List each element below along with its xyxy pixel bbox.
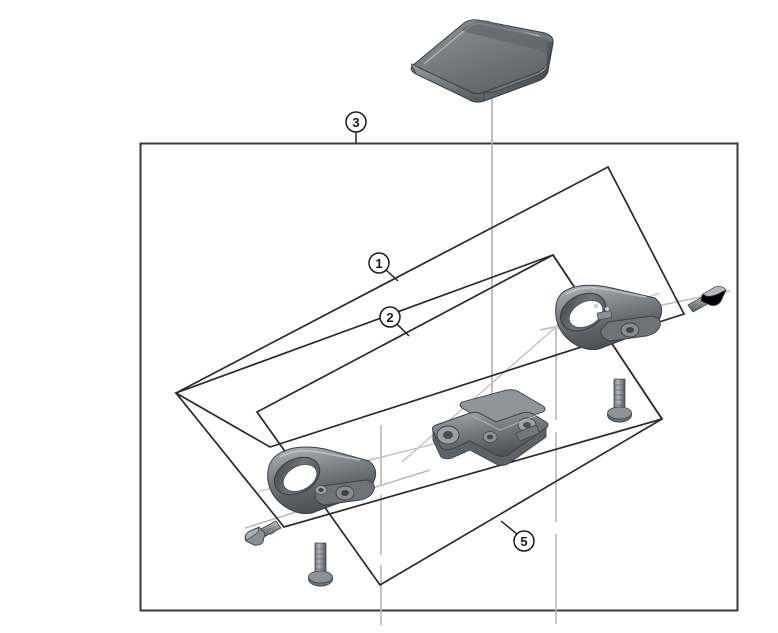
clamp-band-lower-rim-highlight	[279, 450, 361, 461]
callout-2-circle	[379, 306, 401, 328]
callout-1-circle	[368, 252, 390, 274]
mount-bracket-front-face	[432, 427, 547, 466]
hex-bolt-lower-left-thread-b	[269, 531, 276, 536]
callout-3[interactable]: 3	[345, 111, 367, 143]
cover-cap-part	[410, 19, 554, 103]
clamp-band-upper-slot	[596, 310, 613, 321]
clamp-band-lower-bore-inner	[282, 463, 318, 493]
clamp-band-lower-boss-hole	[341, 490, 349, 496]
callout-2[interactable]: 2	[379, 306, 410, 337]
clamp-band-lower-part	[267, 446, 377, 515]
group-outline-2	[255, 253, 664, 587]
callout-5-circle	[513, 530, 535, 552]
callout-2-label: 2	[386, 310, 393, 325]
hex-bolt-upper-right-thread-a	[689, 303, 697, 309]
clamp-band-upper-pin-b	[605, 307, 609, 311]
callout-1-label: 1	[375, 256, 382, 271]
mount-bracket-side-tab	[516, 424, 540, 442]
flange-screw-right-head-top	[607, 406, 632, 420]
cover-cap-right-face	[483, 42, 554, 102]
clamp-band-upper-pin-a	[593, 303, 599, 309]
clamp-band-upper-boss-hole	[626, 327, 634, 333]
callout-3-circle	[345, 111, 367, 133]
clamp-band-lower-screw-hole	[318, 488, 324, 492]
hex-bolt-lower-left-head-face	[245, 527, 260, 541]
mount-bracket-center-hole-bore	[486, 434, 494, 440]
hex-bolt-upper-right-thread-b	[693, 306, 701, 312]
hex-bolt-upper-right-head-face	[702, 286, 727, 297]
flange-screw-left-head-top	[308, 570, 333, 584]
mount-bracket-left-boss-hole	[443, 431, 453, 439]
callout-5-leader	[500, 520, 518, 535]
callout-5[interactable]: 5	[500, 520, 535, 552]
group-outline-3	[174, 165, 686, 448]
mount-bracket-rib-highlight	[471, 413, 541, 431]
cover-cap-seam-line	[418, 67, 541, 94]
callout-1-leader	[385, 269, 399, 282]
clamp-band-upper-rim-highlight	[565, 287, 647, 298]
hex-bolt-lower-left-thread-a	[265, 527, 272, 532]
flange-screw-right-threads	[615, 384, 624, 406]
callout-1[interactable]: 1	[368, 252, 399, 282]
outer-frame	[139, 142, 739, 612]
hex-bolt-upper-right-part	[687, 286, 727, 313]
mount-bracket-part	[431, 389, 549, 466]
hex-bolt-lower-left-part	[244, 520, 282, 546]
flange-screw-left-threads	[316, 548, 325, 570]
callout-3-label: 3	[352, 115, 359, 130]
callout-2-leader	[396, 323, 410, 337]
axis-diagonal-upper-left	[401, 317, 567, 463]
clamp-band-upper-part	[555, 284, 663, 351]
flange-screw-left-part	[308, 542, 333, 587]
callout-5-label: 5	[520, 534, 527, 549]
cover-cap-top-shade	[460, 20, 552, 62]
flange-screw-right-part	[607, 378, 632, 423]
mount-bracket-right-boss-hole	[523, 422, 531, 428]
